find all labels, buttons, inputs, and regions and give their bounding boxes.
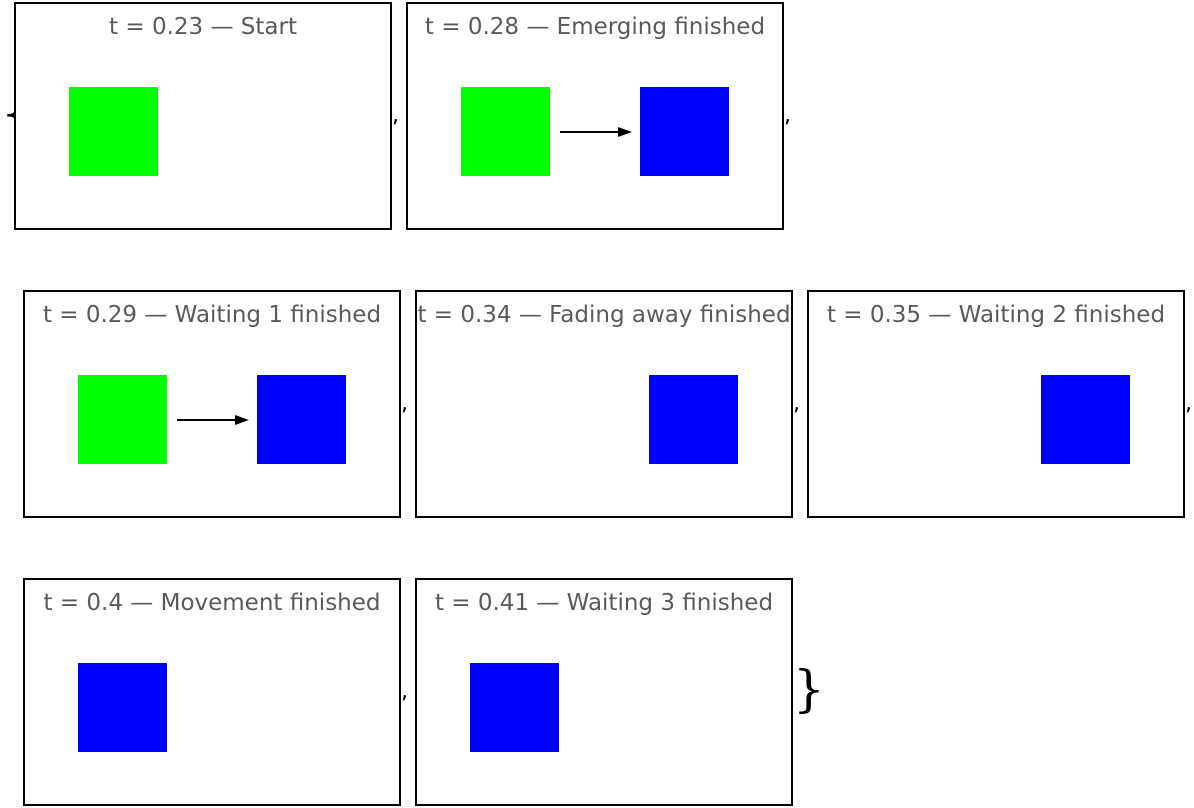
frame-title: t = 0.4 — Movement finished: [43, 590, 381, 616]
frame-fading-away-finished: t = 0.34 — Fading away finished: [415, 290, 793, 518]
blue-square: [470, 663, 559, 752]
list-separator: ,: [784, 103, 791, 128]
frame-emerging-finished: t = 0.28 — Emerging finished: [406, 2, 784, 230]
frame-waiting-1-finished: t = 0.29 — Waiting 1 finished: [23, 290, 401, 518]
blue-square: [649, 375, 738, 464]
frame-title: t = 0.35 — Waiting 2 finished: [826, 302, 1166, 328]
list-separator: ,: [392, 103, 399, 128]
frame-title: t = 0.23 — Start: [109, 14, 297, 40]
arrow-icon: [560, 126, 632, 138]
frame-title: t = 0.34 — Fading away finished: [417, 302, 791, 328]
blue-square: [640, 87, 729, 176]
green-square: [69, 87, 158, 176]
list-separator: ,: [401, 679, 408, 704]
frame-waiting-2-finished: t = 0.35 — Waiting 2 finished: [807, 290, 1185, 518]
list-close-brace: }: [793, 660, 825, 718]
list-separator: ,: [1185, 391, 1192, 416]
frame-title: t = 0.29 — Waiting 1 finished: [42, 302, 382, 328]
blue-square: [78, 663, 167, 752]
list-separator: ,: [793, 391, 800, 416]
frame-waiting-3-finished: t = 0.41 — Waiting 3 finished: [415, 578, 793, 806]
frame-start: t = 0.23 — Start: [14, 2, 392, 230]
green-square: [78, 375, 167, 464]
frame-movement-finished: t = 0.4 — Movement finished: [23, 578, 401, 806]
green-square: [461, 87, 550, 176]
blue-square: [1041, 375, 1130, 464]
frame-title: t = 0.41 — Waiting 3 finished: [434, 590, 774, 616]
blue-square: [257, 375, 346, 464]
list-separator: ,: [401, 391, 408, 416]
frame-title: t = 0.28 — Emerging finished: [424, 14, 766, 40]
arrow-icon: [177, 414, 249, 426]
